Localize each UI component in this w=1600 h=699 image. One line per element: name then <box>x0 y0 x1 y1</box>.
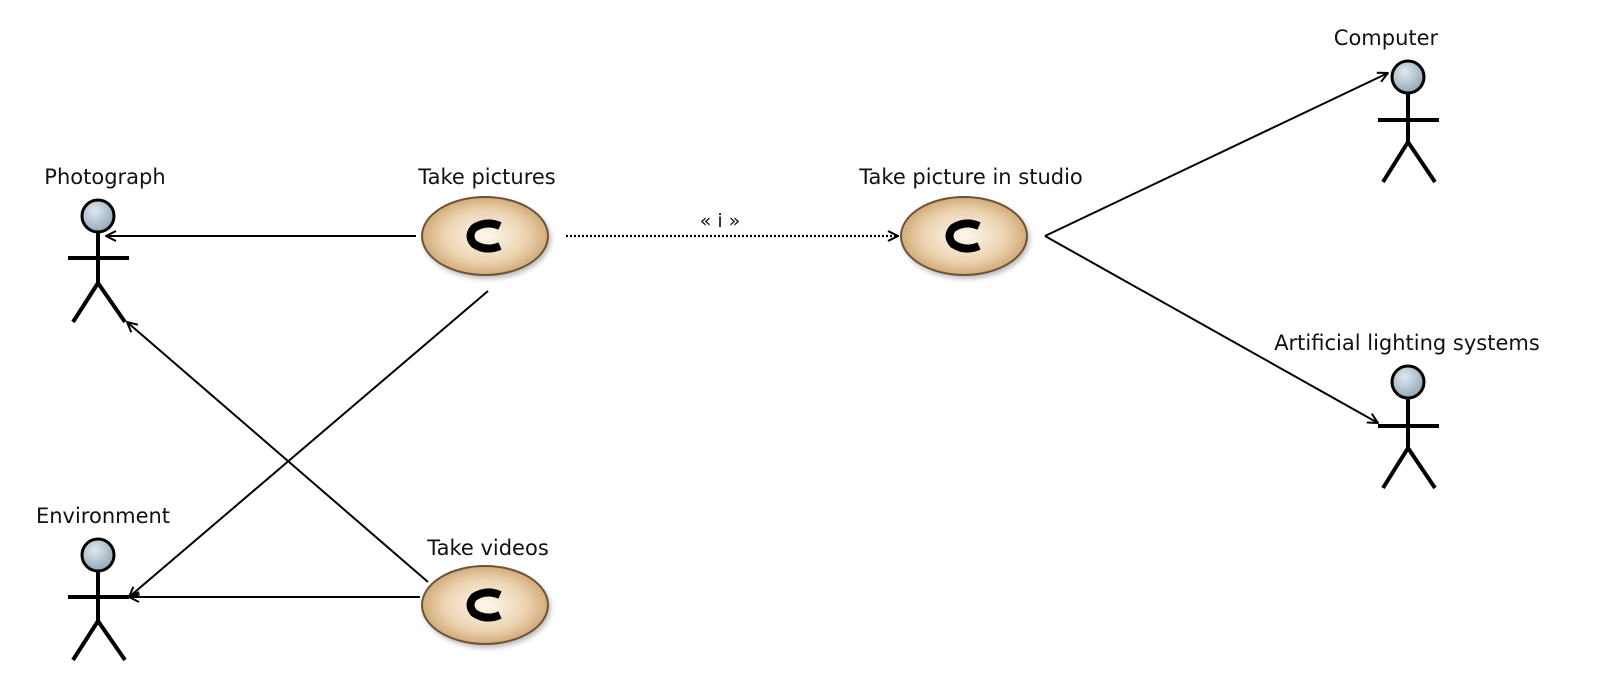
use-case-take-videos[interactable]: Take videos <box>421 536 549 645</box>
actor-label: Photograph <box>44 165 165 189</box>
actor-label: Artificial lighting systems <box>1274 331 1540 355</box>
include-stereotype-label: « i » <box>700 210 741 232</box>
edge-take-videos-to-photograph[interactable] <box>127 322 429 583</box>
edge-take-pictures-to-environment[interactable] <box>129 290 489 597</box>
use-case-c-icon <box>466 219 502 253</box>
actor-artificial-lighting-systems[interactable]: Artificial lighting systems <box>1274 331 1540 490</box>
use-case-ellipse <box>421 565 549 645</box>
relations: « i » <box>106 73 1388 597</box>
actor-environment[interactable]: Environment <box>36 504 170 662</box>
use-case-label: Take pictures <box>417 165 556 189</box>
actor-figure <box>1378 364 1439 490</box>
use-case-label: Take videos <box>426 536 549 560</box>
use-case-take-picture-in-studio[interactable]: Take picture in studio <box>858 165 1083 276</box>
actor-figure <box>68 198 129 324</box>
use-case-ellipse <box>421 196 549 276</box>
use-case-take-pictures[interactable]: Take pictures <box>417 165 556 276</box>
actor-computer[interactable]: Computer <box>1334 26 1439 184</box>
use-case-c-icon <box>945 219 981 253</box>
actor-photograph[interactable]: Photograph <box>44 165 166 324</box>
actor-figure <box>68 537 129 662</box>
actor-label: Computer <box>1334 26 1439 50</box>
edge-studio-to-computer[interactable] <box>1044 73 1388 237</box>
actor-label: Environment <box>36 504 170 528</box>
use-case-ellipse <box>900 196 1028 276</box>
actor-figure <box>1378 59 1439 184</box>
use-case-label: Take picture in studio <box>858 165 1083 189</box>
use-case-c-icon <box>466 588 502 622</box>
edge-studio-to-lighting[interactable] <box>1044 235 1378 423</box>
